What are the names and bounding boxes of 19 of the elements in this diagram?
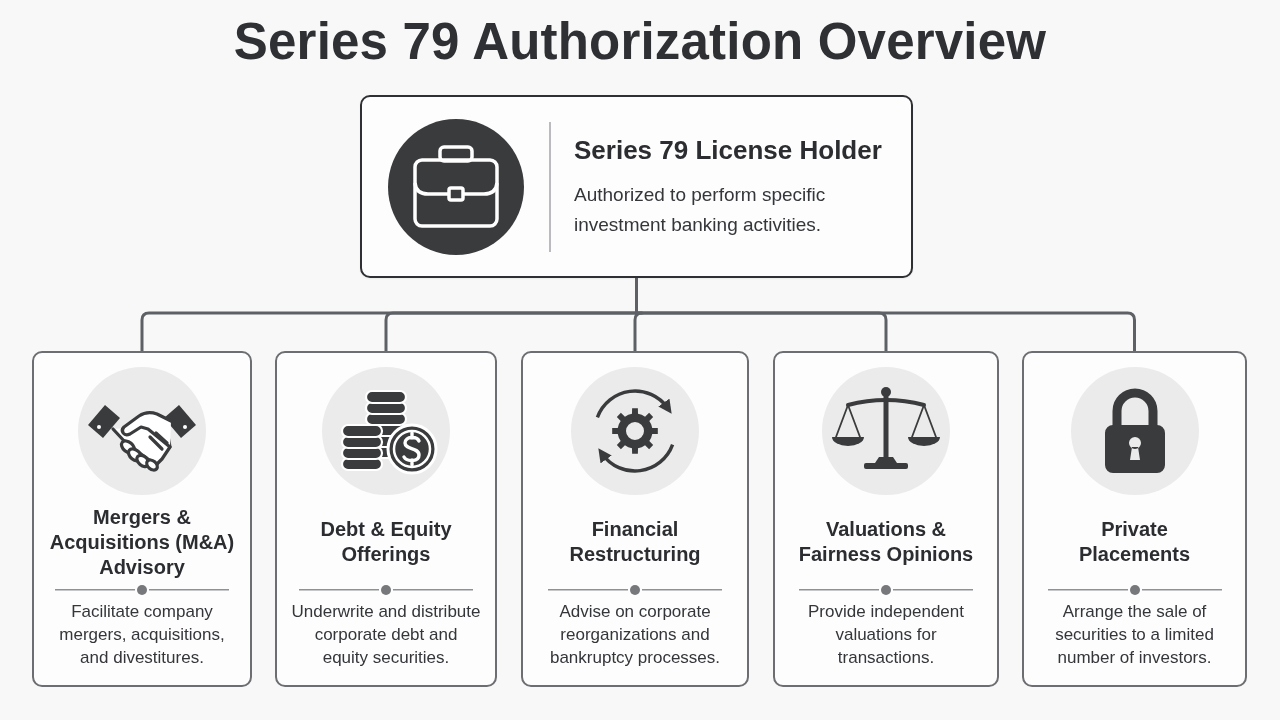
card-heading: Debt & Equity Offerings: [319, 517, 453, 567]
card-heading: Mergers & Acquisitions (M&A) Advisory: [48, 504, 236, 580]
service-card: [1022, 351, 1247, 687]
service-card: [32, 351, 252, 687]
service-card: [521, 351, 749, 687]
card-description: Provide independent valuations for transactions.: [807, 601, 965, 669]
license-holder-card: [360, 95, 913, 278]
service-card: [275, 351, 497, 687]
card-heading: Private Placements: [1077, 517, 1192, 567]
card-heading: Financial Restructuring: [568, 517, 702, 567]
card-description: Arrange the sale of securities to a limited number of investors.: [1054, 601, 1215, 669]
service-card: [773, 351, 999, 687]
card-description: Facilitate company mergers, acquisitions, and divestitures.: [58, 601, 226, 669]
card-heading: Valuations & Fairness Opinions: [797, 517, 975, 567]
diagram-title: Series 79 Authorization Overview: [233, 12, 1047, 71]
card-description: Underwrite and distribute corporate debt and equity securities.: [290, 601, 482, 669]
card-heading: Series 79 License Holder: [574, 133, 882, 166]
card-description: Authorized to perform specific investment banking activities.: [574, 182, 827, 237]
card-description: Advise on corporate reorganizations and bankruptcy processes.: [548, 601, 722, 669]
